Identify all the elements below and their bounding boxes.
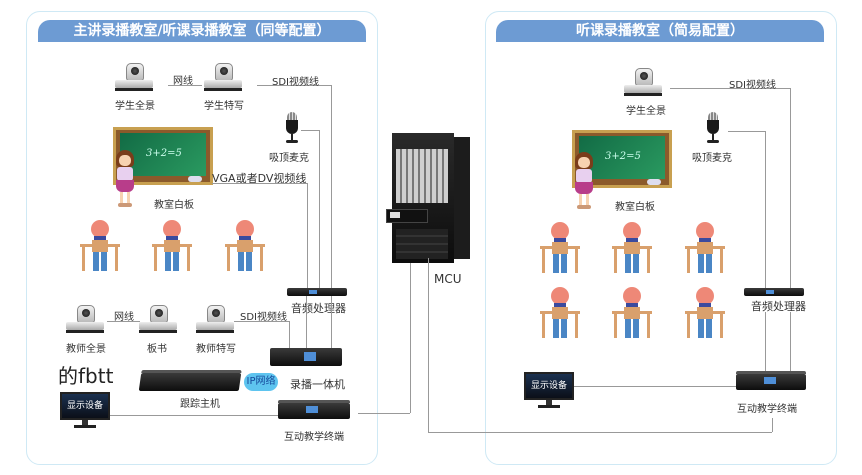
right-student-panorama-label: 学生全景 [626,106,666,117]
mcu-to-right-terminal-wire [428,432,772,433]
whiteboard-label: 教室白板 [154,200,194,211]
right-mic-wire [728,131,765,132]
right-teacher-figure-icon [571,152,597,210]
audio-to-recorder-wire [306,296,307,348]
right-interactive-terminal-icon [736,371,806,390]
right-interactive-terminal-label: 互动教学终端 [737,404,797,415]
tracking-host-icon [138,370,242,391]
mcu-right-wire [428,258,429,432]
right-ceiling-mic-label: 吸顶麦克 [692,153,732,164]
sdi-wire-top-vertical [331,85,332,288]
ceiling-mic-label: 吸顶麦克 [269,153,309,164]
audio-processor-icon [287,288,347,296]
teacher-closeup-label: 教师特写 [196,344,236,355]
student-icon [538,222,582,274]
teacher-panorama-camera-icon [66,305,104,335]
sdi-cable-top-label: SDI视频线 [272,77,319,88]
left-classroom-title: 主讲录播教室/听课录播教室（同等配置） [38,20,366,42]
mic-wire-vertical [319,130,320,288]
right-whiteboard-label: 教室白板 [615,202,655,213]
sdi-wire-bottom-vertical [289,321,290,348]
recording-unit-icon [270,348,342,366]
right-sdi-wire-vertical [790,88,791,288]
tracking-host-label: 跟踪主机 [180,399,220,410]
display-to-terminal-wire [110,415,278,416]
vga-wire [212,183,307,184]
student-icon [683,222,727,274]
student-panorama-label: 学生全景 [115,101,155,112]
sdi-cable-bottom-label: SDI视频线 [240,312,287,323]
right-student-panorama-camera-icon [624,68,662,98]
student-icon [610,222,654,274]
display-left: 显示设备 [60,392,110,432]
right-ceiling-mic-icon [703,112,723,144]
network-wire-bottom [107,321,140,322]
audio-to-recorder-wire-2 [331,296,332,348]
mcu-label: MCU [434,272,462,286]
student-closeup-camera-icon [204,63,242,93]
vga-dv-cable-label: VGA或者DV视频线 [212,172,307,185]
board-writing-camera-icon [139,305,177,335]
interactive-terminal-left-label: 互动教学终端 [284,432,344,443]
interactive-terminal-left-icon [278,400,350,419]
right-audio-processor-label: 音频处理器 [751,300,806,313]
network-wire [168,85,202,86]
sdi-wire-bottom [234,321,289,322]
vga-wire-vertical [307,183,308,288]
network-cable-bottom-label: 网线 [114,312,134,323]
display-right: 显示设备 [524,372,574,412]
network-cable-label: 网线 [173,76,193,87]
right-sdi-wire [670,88,790,89]
student-icon [78,220,122,272]
student-icon [150,220,194,272]
mic-wire [301,130,319,131]
board-writing-label: 板书 [147,344,167,355]
terminal-to-mcu-wire [358,413,410,414]
recording-unit-label: 录播一体机 [290,378,345,391]
mcu-left-wire [410,258,411,413]
ceiling-mic-icon [282,112,302,144]
student-panorama-camera-icon [115,63,153,93]
student-icon [610,287,654,339]
right-audio-to-terminal-wire-2 [790,312,791,372]
teacher-panorama-label: 教师全景 [66,344,106,355]
teacher-figure-icon [112,150,138,208]
right-classroom-title: 听课录播教室（简易配置） [496,20,824,42]
right-audio-processor-icon [744,288,804,296]
audio-processor-label: 音频处理器 [291,302,346,315]
right-sdi-cable-label: SDI视频线 [729,80,776,91]
stray-text: 的fbtt [58,364,114,388]
sdi-wire-top [257,85,331,86]
student-icon [223,220,267,272]
mcu-icon [386,133,472,265]
right-mic-wire-vertical [765,131,766,288]
right-whiteboard-icon: 3+2=5 [572,130,672,188]
student-icon [683,287,727,339]
student-icon [538,287,582,339]
right-terminal-wire-vertical [772,418,773,432]
student-closeup-label: 学生特写 [204,101,244,112]
ip-network-cloud: IP网络 [244,373,278,391]
right-display-to-terminal-wire [574,386,736,387]
teacher-closeup-camera-icon [196,305,234,335]
right-audio-to-terminal-wire [765,312,766,372]
